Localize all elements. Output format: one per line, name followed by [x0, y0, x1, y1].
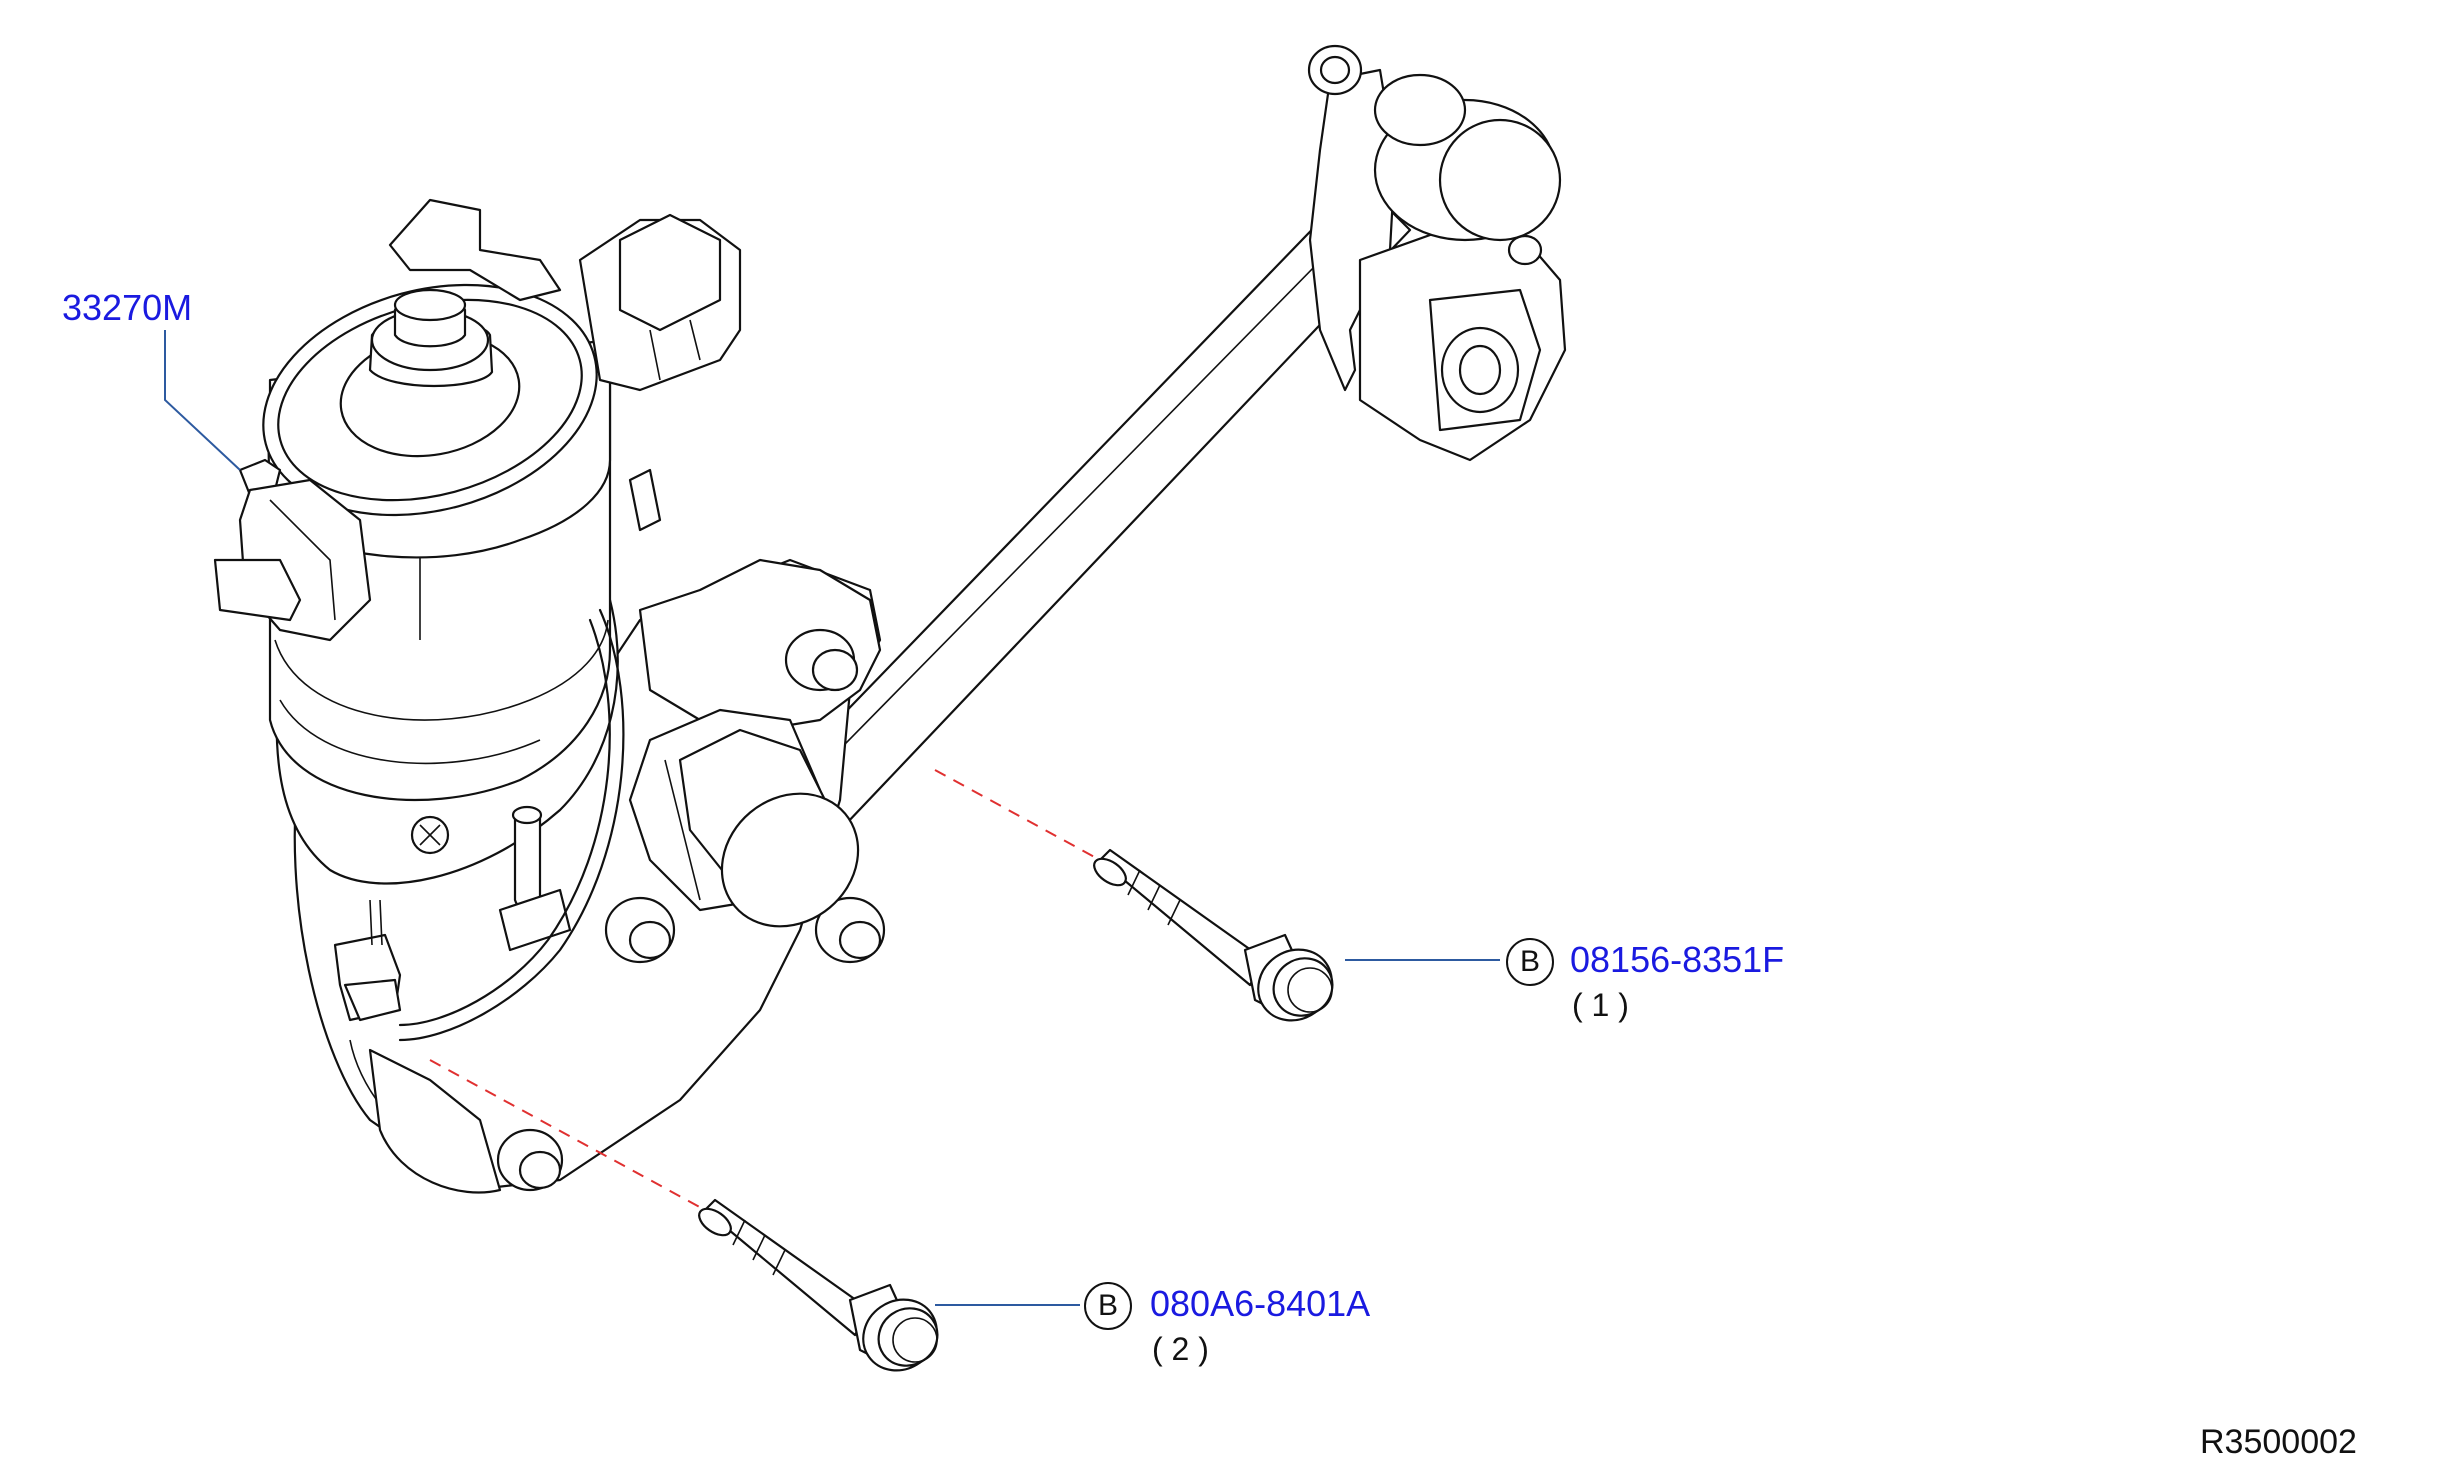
lower-housing — [368, 1048, 502, 1194]
callout-badge-2: B — [1084, 1282, 1132, 1330]
callout-bolt-1-qty: ( 1 ) — [1572, 987, 1629, 1023]
link-arm — [1307, 44, 1567, 462]
callout-badge-1: B — [1506, 938, 1554, 986]
output-hub — [628, 708, 860, 928]
bolt-2-drawing — [698, 1198, 939, 1372]
assembly-line-1 — [934, 769, 1101, 861]
drawing-code: R3500002 — [2200, 1423, 2357, 1461]
callout-bolt-2-part: 080A6-8401A — [1150, 1283, 1371, 1324]
leader-33270M — [164, 330, 241, 471]
harness-clip — [213, 458, 372, 642]
callout-bolt-1-part: 08156-8351F — [1570, 939, 1785, 980]
motor-connector — [578, 213, 742, 532]
motor-body — [262, 198, 619, 952]
callout-bolt-2-qty: ( 2 ) — [1152, 1331, 1209, 1367]
assembly-line-2 — [429, 1059, 706, 1211]
bolt-1-drawing — [1093, 848, 1334, 1022]
wire-harness — [333, 608, 625, 1042]
callout-33270M: 33270M — [62, 287, 193, 328]
